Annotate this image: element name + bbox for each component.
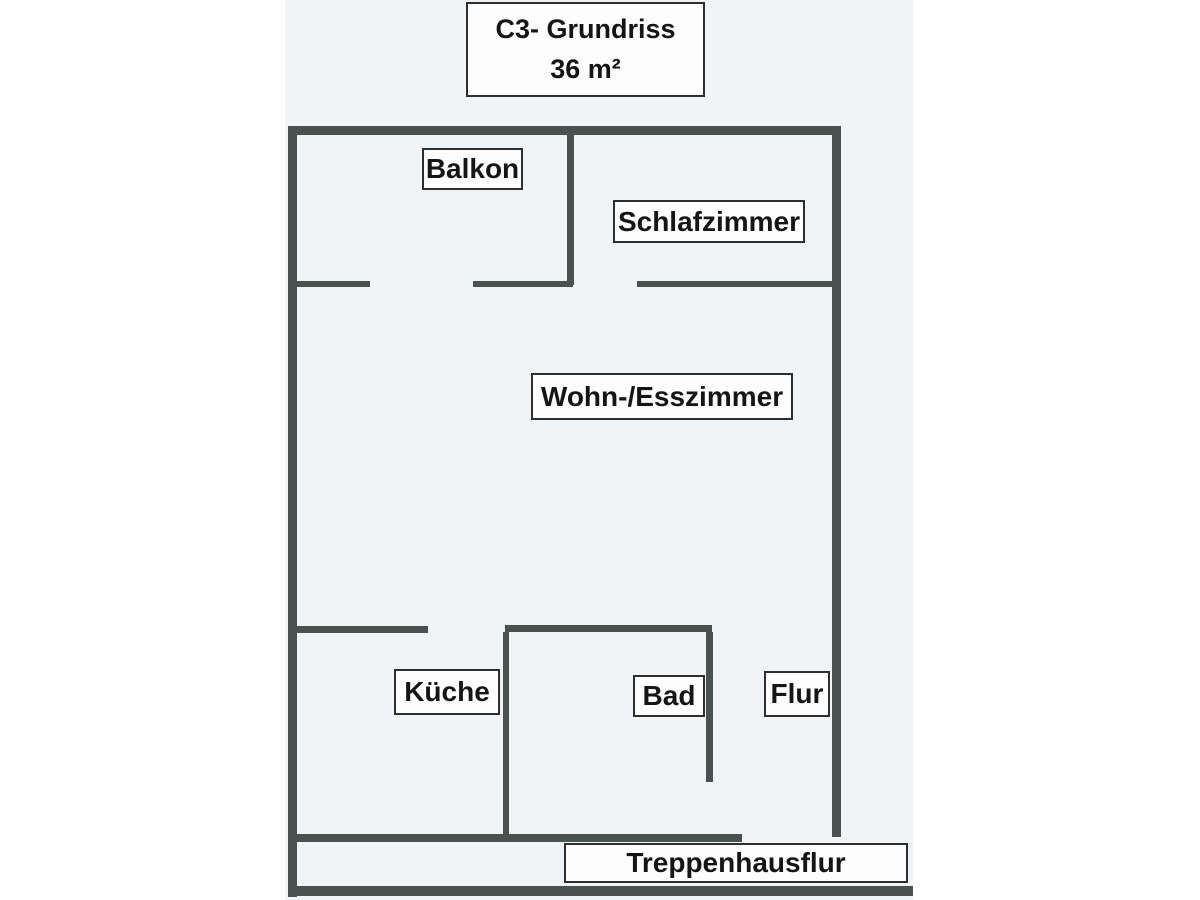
- wall-outer-left: [288, 126, 297, 897]
- room-label-bad: Bad: [633, 675, 705, 717]
- room-label-wohn-esszimmer-text: Wohn-/Esszimmer: [540, 380, 784, 412]
- room-label-schlafzimmer: Schlafzimmer: [613, 200, 805, 243]
- floorplan-canvas: C3- Grundriss 36 m² Balkon Schlafzimmer: [285, 0, 913, 900]
- wall-kueche-top: [297, 626, 428, 633]
- wall-outer-top: [288, 126, 841, 135]
- room-label-balkon-text: Balkon: [425, 153, 520, 184]
- plan-area-value: 36 m²: [550, 54, 621, 85]
- room-label-treppenhausflur: Treppenhausflur: [564, 843, 908, 883]
- room-label-wohn-esszimmer: Wohn-/Esszimmer: [531, 373, 793, 420]
- room-label-kueche-text: Küche: [404, 676, 490, 707]
- wall-mid-segment-right: [637, 281, 832, 287]
- room-label-bad-text: Bad: [642, 680, 696, 711]
- wall-balkon-divider: [567, 135, 574, 285]
- wall-bad-right: [706, 632, 713, 782]
- wall-apartment-bottom: [288, 834, 742, 842]
- wall-mid-segment-center: [473, 281, 573, 287]
- room-label-treppenhausflur-text: Treppenhausflur: [626, 847, 846, 878]
- wall-outer-right: [832, 126, 841, 837]
- wall-bad-top: [505, 625, 712, 632]
- room-label-flur-text: Flur: [770, 678, 824, 709]
- wall-mid-segment-left: [295, 281, 370, 287]
- room-label-flur: Flur: [764, 671, 830, 717]
- wall-stairwell-bottom: [288, 886, 913, 896]
- room-label-kueche: Küche: [394, 669, 500, 715]
- wall-bad-left: [503, 632, 509, 841]
- room-label-schlafzimmer-text: Schlafzimmer: [617, 205, 801, 237]
- room-label-balkon: Balkon: [422, 148, 523, 190]
- plan-title: C3- Grundriss: [495, 13, 676, 44]
- plan-title-box: C3- Grundriss 36 m²: [466, 2, 705, 97]
